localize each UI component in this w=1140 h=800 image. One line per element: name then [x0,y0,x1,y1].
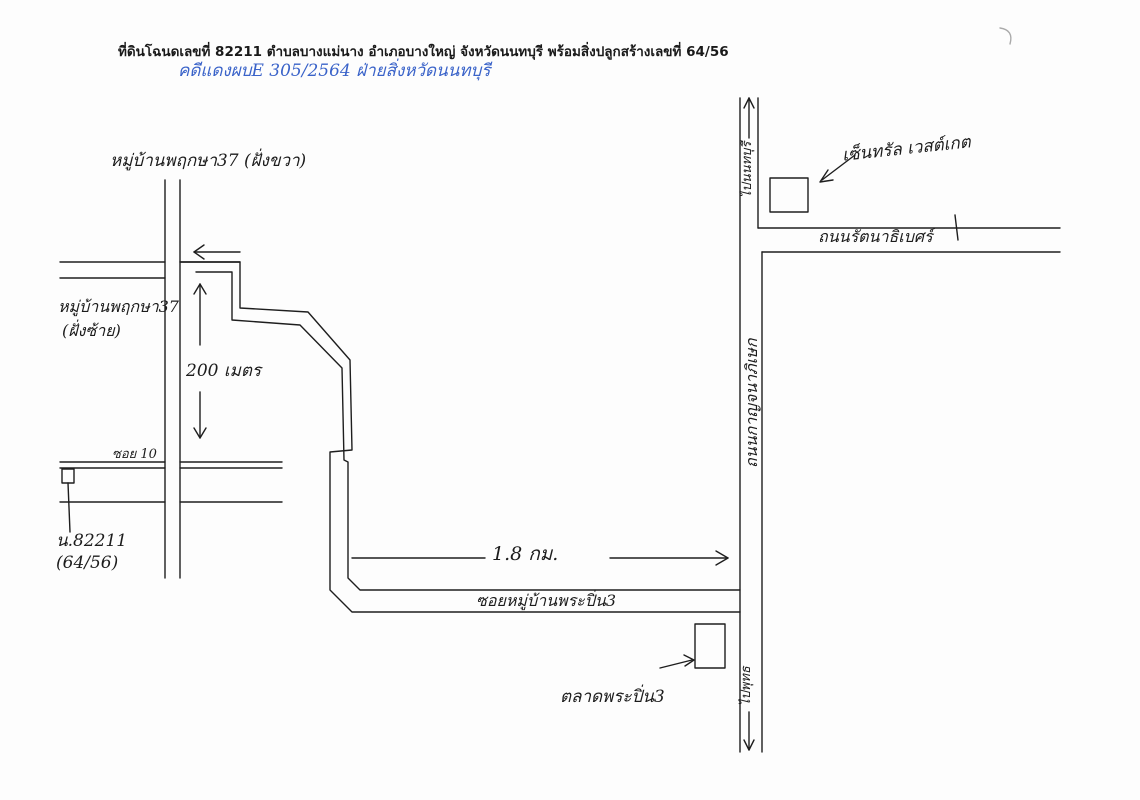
main-road-arrow-up-head [743,97,755,109]
dim-18-head [715,550,729,566]
route-inner [195,271,741,591]
case-note: คดีแดงผบE 305/2564 ฝ่ายสิ่งหวัดนนทบุรี [178,61,491,81]
page-title: ที่ดินโฉนดเลขที่ 82211 ตำบลบางแม่นาง อำเ… [118,44,729,60]
market-arrow [659,659,693,669]
label-village-south: หมู่บ้านพฤกษา37 [58,297,179,316]
label-parcel-no: น.82211 [56,531,128,551]
label-village-north: หมู่บ้านพฤกษา37 (ฝั่งขวา) [110,151,307,171]
label-road-top-vertical: ไปนนทบุรี [740,141,755,198]
route-arrow-head [193,244,205,260]
label-distance-200: 200 เมตร [186,361,262,381]
central-arrow-head [819,169,834,183]
parcel-pointer [67,482,71,533]
market-box [694,623,726,669]
route-outer [179,261,741,613]
label-road-bottom-vertical: ไปพุทธ [739,666,754,706]
dim-200-head-bottom [193,427,207,439]
market-arrow-head [683,654,695,667]
rattana-tick [954,214,959,241]
label-road-main: ถนนกาญจนาภิเษก [742,338,761,468]
label-road-rattana: ถนนรัตนาธิเบศร์ [818,227,933,246]
central-arrow [821,154,856,181]
label-village-south-side: (ฝั่งซ้าย) [62,321,121,340]
main-road-arrow-down-head [743,739,755,751]
label-market: ตลาดพระปิ่น3 [560,687,665,707]
label-soi-10: ซอย 10 [112,447,157,462]
central-box [769,177,809,213]
parcel-box [61,468,75,484]
dim-200-head-top [193,283,207,295]
label-distance-18: 1.8 กม. [492,543,559,565]
corner-mark [999,27,1012,45]
label-soi-village: ซอยหมู่บ้านพระปิ่น3 [476,591,617,610]
label-house-no: (64/56) [56,553,119,573]
